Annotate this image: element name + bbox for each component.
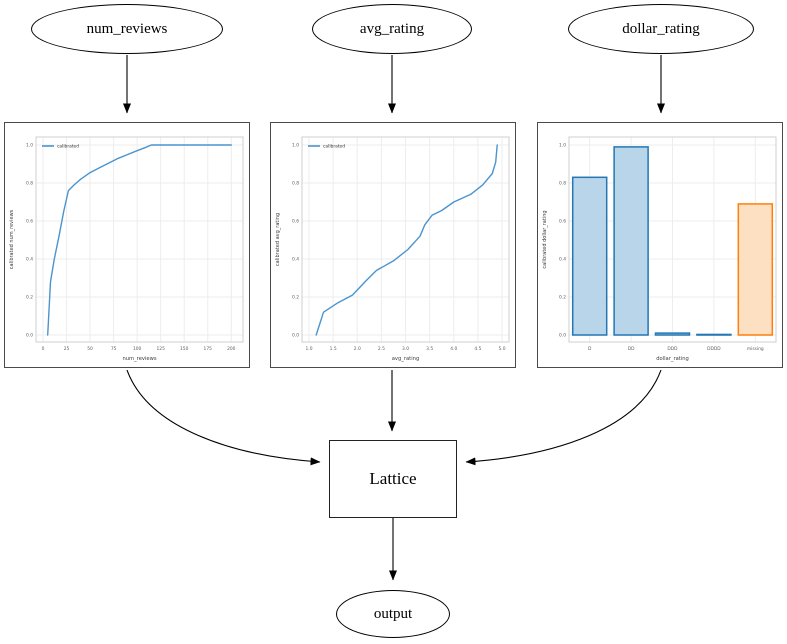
svg-text:calibrated num_reviews: calibrated num_reviews bbox=[9, 209, 15, 269]
node-avg-rating: avg_rating bbox=[312, 4, 472, 54]
svg-text:0.8: 0.8 bbox=[292, 181, 299, 187]
svg-text:3.0: 3.0 bbox=[402, 346, 409, 352]
svg-text:0.4: 0.4 bbox=[559, 257, 566, 263]
svg-text:1.0: 1.0 bbox=[306, 346, 313, 352]
svg-text:0.6: 0.6 bbox=[292, 219, 299, 225]
bar-missing bbox=[737, 203, 774, 336]
svg-text:0.0: 0.0 bbox=[26, 333, 33, 339]
node-num-reviews: num_reviews bbox=[31, 4, 223, 54]
node-output-label: output bbox=[373, 605, 413, 622]
calibration-curve bbox=[315, 144, 498, 336]
node-num-reviews-label: num_reviews bbox=[86, 20, 168, 37]
svg-text:DD: DD bbox=[628, 346, 635, 352]
svg-text:0.2: 0.2 bbox=[26, 295, 33, 301]
node-dollar-rating: dollar_rating bbox=[568, 4, 754, 54]
chart-svg: 0.0 0.2 0.4 0.6 0.8 1.0 0 25 50 75 100 125 150 175 200… bbox=[5, 123, 248, 366]
svg-text:75: 75 bbox=[111, 346, 117, 352]
svg-text:calibrated: calibrated bbox=[57, 144, 79, 150]
svg-text:DDD: DDD bbox=[667, 346, 678, 352]
svg-text:1.0: 1.0 bbox=[26, 143, 33, 149]
svg-text:0.8: 0.8 bbox=[559, 181, 566, 187]
legend: calibrated bbox=[308, 144, 345, 150]
bar-DDD bbox=[654, 332, 691, 336]
svg-text:calibrated dollar_rating: calibrated dollar_rating bbox=[542, 210, 548, 268]
svg-text:0.6: 0.6 bbox=[26, 219, 33, 225]
svg-text:50: 50 bbox=[87, 346, 93, 352]
svg-text:0.4: 0.4 bbox=[292, 257, 299, 263]
gridlines bbox=[302, 137, 509, 342]
svg-text:0.6: 0.6 bbox=[559, 219, 566, 225]
svg-text:1.0: 1.0 bbox=[559, 143, 566, 149]
svg-text:3.5: 3.5 bbox=[426, 346, 433, 352]
svg-text:2.0: 2.0 bbox=[354, 346, 361, 352]
svg-text:0.2: 0.2 bbox=[292, 295, 299, 301]
svg-text:2.5: 2.5 bbox=[378, 346, 385, 352]
plot-calibrated-num-reviews: 0.0 0.2 0.4 0.6 0.8 1.0 0 25 50 75 100 125 150 175 200… bbox=[4, 122, 250, 368]
chart-svg: 0.0 0.2 0.4 0.6 0.8 1.0 1.0 1.5 2.0 2.5 3.0 3.5 4.0 4… bbox=[271, 123, 514, 366]
bar-DD bbox=[613, 146, 649, 336]
bar-D bbox=[571, 176, 608, 336]
plot-calibrated-avg-rating: 0.0 0.2 0.4 0.6 0.8 1.0 1.0 1.5 2.0 2.5 3.0 3.5 4.0 4… bbox=[270, 122, 516, 368]
svg-text:D: D bbox=[588, 346, 592, 352]
svg-text:0.2: 0.2 bbox=[559, 295, 566, 301]
svg-text:125: 125 bbox=[156, 346, 165, 352]
svg-text:1.5: 1.5 bbox=[330, 346, 337, 352]
node-lattice: Lattice bbox=[329, 440, 457, 518]
edge-calibrator1-to-lattice bbox=[126, 369, 321, 466]
svg-text:0.8: 0.8 bbox=[26, 181, 33, 187]
svg-text:num_reviews: num_reviews bbox=[122, 356, 156, 362]
node-avg-rating-label: avg_rating bbox=[359, 20, 425, 37]
node-output: output bbox=[336, 590, 450, 638]
node-dollar-rating-label: dollar_rating bbox=[622, 20, 700, 37]
svg-text:avg_rating: avg_rating bbox=[392, 356, 420, 362]
svg-text:4.0: 4.0 bbox=[450, 346, 457, 352]
calibration-curve bbox=[47, 144, 233, 336]
svg-text:0.0: 0.0 bbox=[559, 333, 566, 339]
node-lattice-label: Lattice bbox=[369, 469, 417, 488]
svg-text:0.4: 0.4 bbox=[26, 257, 33, 263]
svg-text:0: 0 bbox=[42, 346, 45, 352]
svg-text:missing: missing bbox=[747, 346, 764, 352]
svg-text:DDDD: DDDD bbox=[707, 346, 721, 352]
svg-text:25: 25 bbox=[64, 346, 70, 352]
legend: calibrated bbox=[42, 144, 79, 150]
svg-text:175: 175 bbox=[204, 346, 213, 352]
bar-DDDD bbox=[696, 333, 732, 336]
edge-calibrator3-to-lattice bbox=[465, 369, 662, 466]
svg-text:0.0: 0.0 bbox=[292, 333, 299, 339]
svg-text:100: 100 bbox=[133, 346, 142, 352]
svg-text:150: 150 bbox=[180, 346, 189, 352]
svg-text:1.0: 1.0 bbox=[292, 143, 299, 149]
svg-text:calibrated avg_rating: calibrated avg_rating bbox=[275, 213, 281, 266]
svg-text:dollar_rating: dollar_rating bbox=[656, 356, 689, 362]
svg-text:5.0: 5.0 bbox=[499, 346, 506, 352]
svg-text:calibrated: calibrated bbox=[323, 144, 345, 150]
svg-text:200: 200 bbox=[227, 346, 236, 352]
svg-text:4.5: 4.5 bbox=[474, 346, 481, 352]
